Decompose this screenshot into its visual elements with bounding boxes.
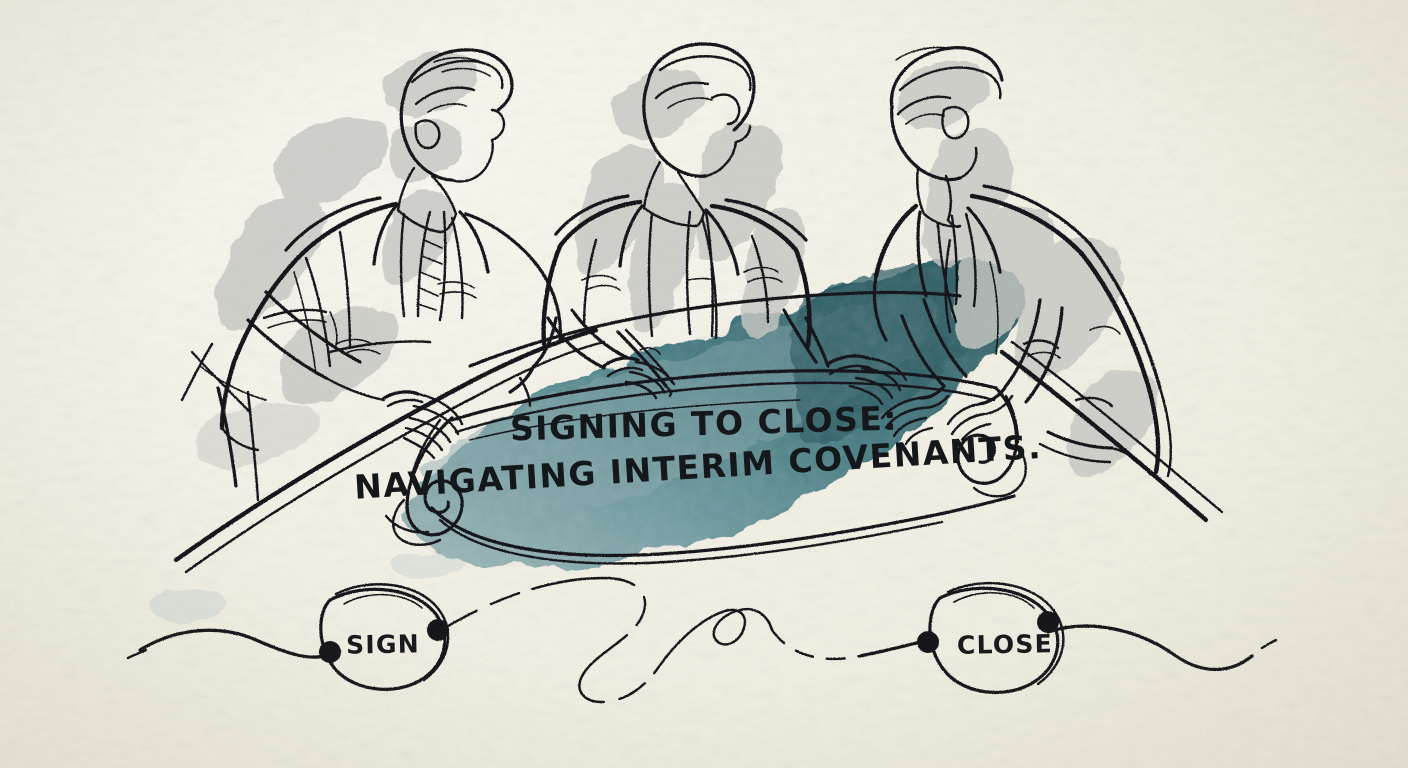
close-node — [917, 581, 1065, 695]
right-businessman — [872, 46, 1173, 478]
suit-gray-wash — [196, 51, 1159, 477]
center-businessman — [541, 42, 908, 406]
scroll-banner — [384, 369, 1027, 565]
sign-node — [319, 583, 450, 691]
timeline-connector — [126, 576, 1278, 704]
wash-stray-top — [393, 550, 464, 581]
sign-node-label: SIGN — [345, 629, 421, 660]
wash-stray-left — [148, 589, 225, 623]
table-edges — [173, 290, 1224, 574]
close-node-label: CLOSE — [956, 629, 1054, 660]
left-businessman — [199, 48, 562, 460]
